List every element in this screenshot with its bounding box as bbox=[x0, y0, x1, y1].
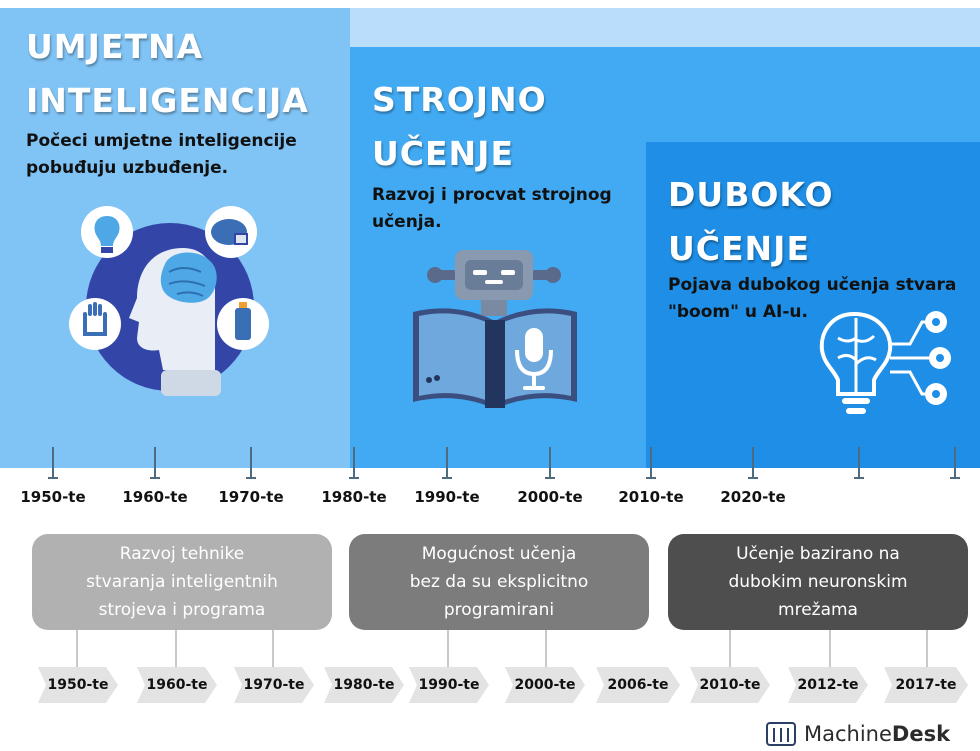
section-3-title-line-2: UČENJE bbox=[668, 229, 810, 268]
description-line: stvaranja inteligentnih bbox=[86, 572, 278, 592]
chevron-label: 2006-te bbox=[596, 667, 680, 703]
brain-bulb-icon bbox=[819, 311, 893, 396]
section-2-subtitle-line-1: Razvoj i procvat strojnog bbox=[372, 185, 612, 205]
description-line: Razvoj tehnike bbox=[119, 544, 245, 564]
timeline-year: 2010-te bbox=[618, 488, 684, 506]
description-box-dl: Učenje bazirano na dubokim neuronskim mr… bbox=[668, 534, 968, 630]
description-line: Mogućnost učenja bbox=[421, 544, 577, 564]
timeline-year: 1960-te bbox=[122, 488, 188, 506]
section-2-title-line-1: STROJNO bbox=[372, 80, 547, 119]
chevron-label: 1950-te bbox=[38, 667, 118, 703]
connector-line bbox=[829, 630, 831, 672]
section-2-title-line-2: UČENJE bbox=[372, 134, 514, 173]
section-3-subtitle: Pojava dubokog učenja stvara "boom" u AI… bbox=[668, 272, 956, 326]
timeline-tick bbox=[349, 447, 359, 479]
timeline-tick bbox=[646, 447, 656, 479]
section-3-title-line-1: DUBOKO bbox=[668, 175, 834, 214]
timeline-tick bbox=[48, 447, 58, 479]
microphone-icon bbox=[525, 328, 543, 362]
chevron-label: 2000-te bbox=[505, 667, 585, 703]
ai-head-illustration bbox=[69, 206, 269, 396]
timeline-tick bbox=[246, 447, 256, 479]
panel-duboko-ucenje bbox=[646, 142, 980, 468]
timeline-year: 1970-te bbox=[218, 488, 284, 506]
robot-book-illustration bbox=[413, 250, 577, 408]
description-line: programirani bbox=[443, 600, 555, 620]
connector-line bbox=[729, 630, 731, 672]
connector-line bbox=[76, 630, 78, 672]
section-2-subtitle-line-2: učenja. bbox=[372, 212, 442, 232]
section-1-title: UMJETNA INTELIGENCIJA bbox=[26, 20, 309, 128]
machinedesk-logo-icon bbox=[766, 722, 796, 746]
chevron-label: 1980-te bbox=[324, 667, 404, 703]
brand-name-prefix: Machine bbox=[804, 722, 892, 746]
connector-line bbox=[545, 630, 547, 672]
timeline-tick bbox=[854, 447, 864, 479]
brain-bulb-illustration bbox=[819, 311, 951, 414]
section-1-subtitle: Počeci umjetne inteligencije pobuđuju uz… bbox=[26, 128, 297, 182]
robot-hand-icon bbox=[69, 298, 121, 350]
timeline-year: 2020-te bbox=[720, 488, 786, 506]
robot-shoulder bbox=[161, 370, 221, 396]
timeline-tick bbox=[950, 447, 960, 479]
section-1-subtitle-line-2: pobuđuju uzbuđenje. bbox=[26, 158, 229, 178]
chevron-label: 2017-te bbox=[884, 667, 968, 703]
description-line: dubokim neuronskim bbox=[728, 572, 908, 592]
chevron-label: 2012-te bbox=[788, 667, 868, 703]
timeline-year: 1980-te bbox=[321, 488, 387, 506]
chevron-label: 1990-te bbox=[409, 667, 489, 703]
brand-name-suffix: Desk bbox=[891, 722, 951, 746]
timeline-year: 1950-te bbox=[20, 488, 86, 506]
timeline-year: 2000-te bbox=[517, 488, 583, 506]
chevron-label: 2010-te bbox=[690, 667, 770, 703]
chevron-label: 1960-te bbox=[137, 667, 217, 703]
description-line: Učenje bazirano na bbox=[736, 544, 900, 564]
timeline-tick bbox=[545, 447, 555, 479]
timeline-tick bbox=[748, 447, 758, 479]
section-3-subtitle-line-2: "boom" u AI-u. bbox=[668, 302, 808, 322]
description-line: strojeva i programa bbox=[98, 600, 266, 620]
description-box-ai: Razvoj tehnike stvaranja inteligentnih s… bbox=[32, 534, 332, 630]
connector-line bbox=[272, 630, 274, 672]
description-line: bez da su eksplicitno bbox=[409, 572, 589, 592]
section-3-title: DUBOKO UČENJE bbox=[668, 168, 834, 276]
timeline-tick bbox=[150, 447, 160, 479]
section-1-subtitle-line-1: Počeci umjetne inteligencije bbox=[26, 131, 297, 151]
section-2-subtitle: Razvoj i procvat strojnog učenja. bbox=[372, 182, 612, 236]
section-1-title-line-2: INTELIGENCIJA bbox=[26, 81, 309, 120]
section-1-title-line-1: UMJETNA bbox=[26, 27, 204, 66]
timeline-tick bbox=[442, 447, 452, 479]
timeline-year: 1990-te bbox=[414, 488, 480, 506]
connector-line bbox=[926, 630, 928, 672]
chevron-label: 1970-te bbox=[234, 667, 314, 703]
section-2-title: STROJNO UČENJE bbox=[372, 73, 547, 181]
connector-line bbox=[447, 630, 449, 672]
brain-icon bbox=[160, 252, 217, 303]
connector-line bbox=[175, 630, 177, 672]
section-3-subtitle-line-1: Pojava dubokog učenja stvara bbox=[668, 275, 957, 295]
description-box-ml: Mogućnost učenja bez da su eksplicitno p… bbox=[349, 534, 649, 630]
description-line: mrežama bbox=[778, 600, 858, 620]
